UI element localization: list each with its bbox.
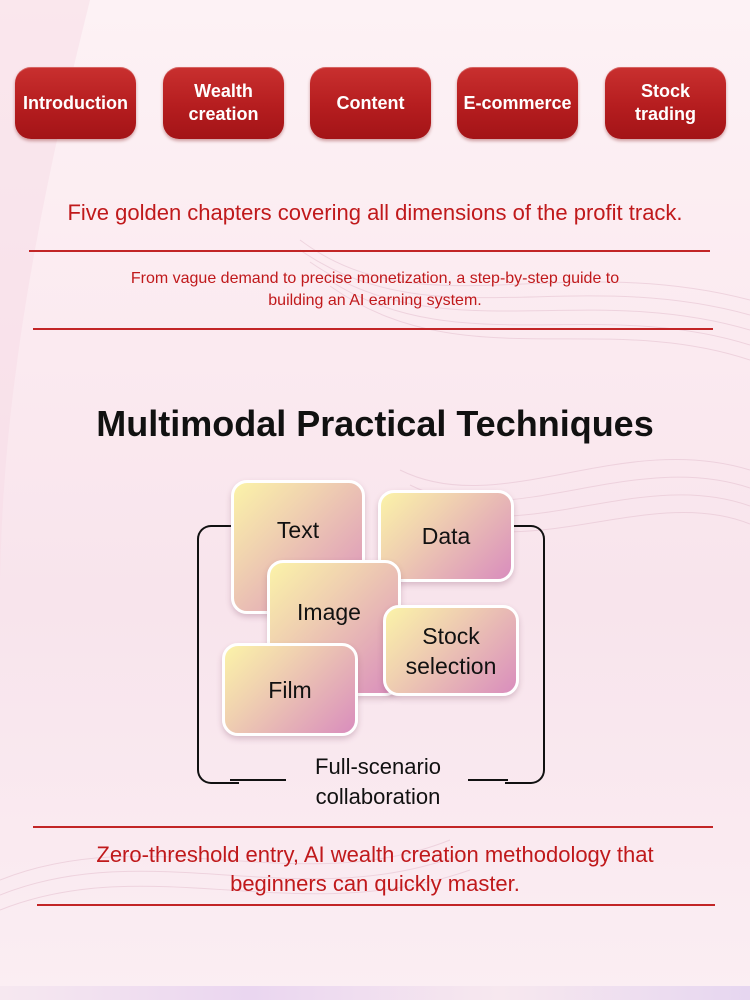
subtitle: From vague demand to precise monetizatio… bbox=[0, 268, 750, 312]
chapter-label: trading bbox=[635, 104, 696, 124]
tile-label: Text bbox=[276, 517, 320, 543]
tile-label: selection bbox=[405, 652, 497, 679]
chapter-content-button[interactable]: Content bbox=[310, 67, 431, 139]
film-tile: Film bbox=[222, 643, 358, 736]
caption-line: collaboration bbox=[315, 784, 441, 809]
chapter-label: E-commerce bbox=[463, 92, 572, 113]
chapter-label: Wealth bbox=[194, 81, 253, 101]
bracket-bottom-right bbox=[468, 779, 508, 781]
tile-label: Film bbox=[268, 676, 312, 703]
chapter-label: Stock bbox=[640, 81, 691, 101]
tile-label: Stock bbox=[422, 622, 480, 649]
bracket-right bbox=[505, 525, 545, 784]
bracket-left bbox=[197, 525, 239, 784]
collaboration-caption: Full-scenario collaboration bbox=[290, 752, 466, 812]
closing-line: Zero-threshold entry, AI wealth creation… bbox=[96, 842, 654, 867]
chapter-ecommerce-button[interactable]: E-commerce bbox=[457, 67, 578, 139]
chapter-label: Content bbox=[336, 92, 405, 113]
chapter-label: Introduction bbox=[23, 92, 128, 113]
closing-statement: Zero-threshold entry, AI wealth creation… bbox=[0, 840, 750, 898]
chapter-label: creation bbox=[188, 104, 259, 124]
subtitle-line: building an AI earning system. bbox=[268, 292, 482, 309]
stock-selection-tile: Stock selection bbox=[383, 605, 519, 696]
tile-label: Data bbox=[421, 523, 471, 549]
bracket-bottom-left bbox=[230, 779, 286, 781]
caption-line: Full-scenario bbox=[315, 754, 441, 779]
chapter-wealth-creation-button[interactable]: Wealth creation bbox=[163, 67, 284, 139]
chapter-stock-trading-button[interactable]: Stock trading bbox=[605, 67, 726, 139]
chapter-introduction-button[interactable]: Introduction bbox=[15, 67, 136, 139]
closing-line: beginners can quickly master. bbox=[230, 871, 520, 896]
divider bbox=[37, 904, 715, 906]
tagline: Five golden chapters covering all dimens… bbox=[67, 200, 683, 225]
data-tile: Data bbox=[378, 490, 514, 582]
tile-label: Image bbox=[297, 599, 361, 625]
subtitle-line: From vague demand to precise monetizatio… bbox=[130, 270, 620, 287]
divider bbox=[33, 328, 713, 330]
divider bbox=[33, 826, 713, 828]
bottom-decoration bbox=[0, 986, 750, 1000]
divider bbox=[29, 250, 710, 252]
section-title: Multimodal Practical Techniques bbox=[96, 403, 654, 444]
